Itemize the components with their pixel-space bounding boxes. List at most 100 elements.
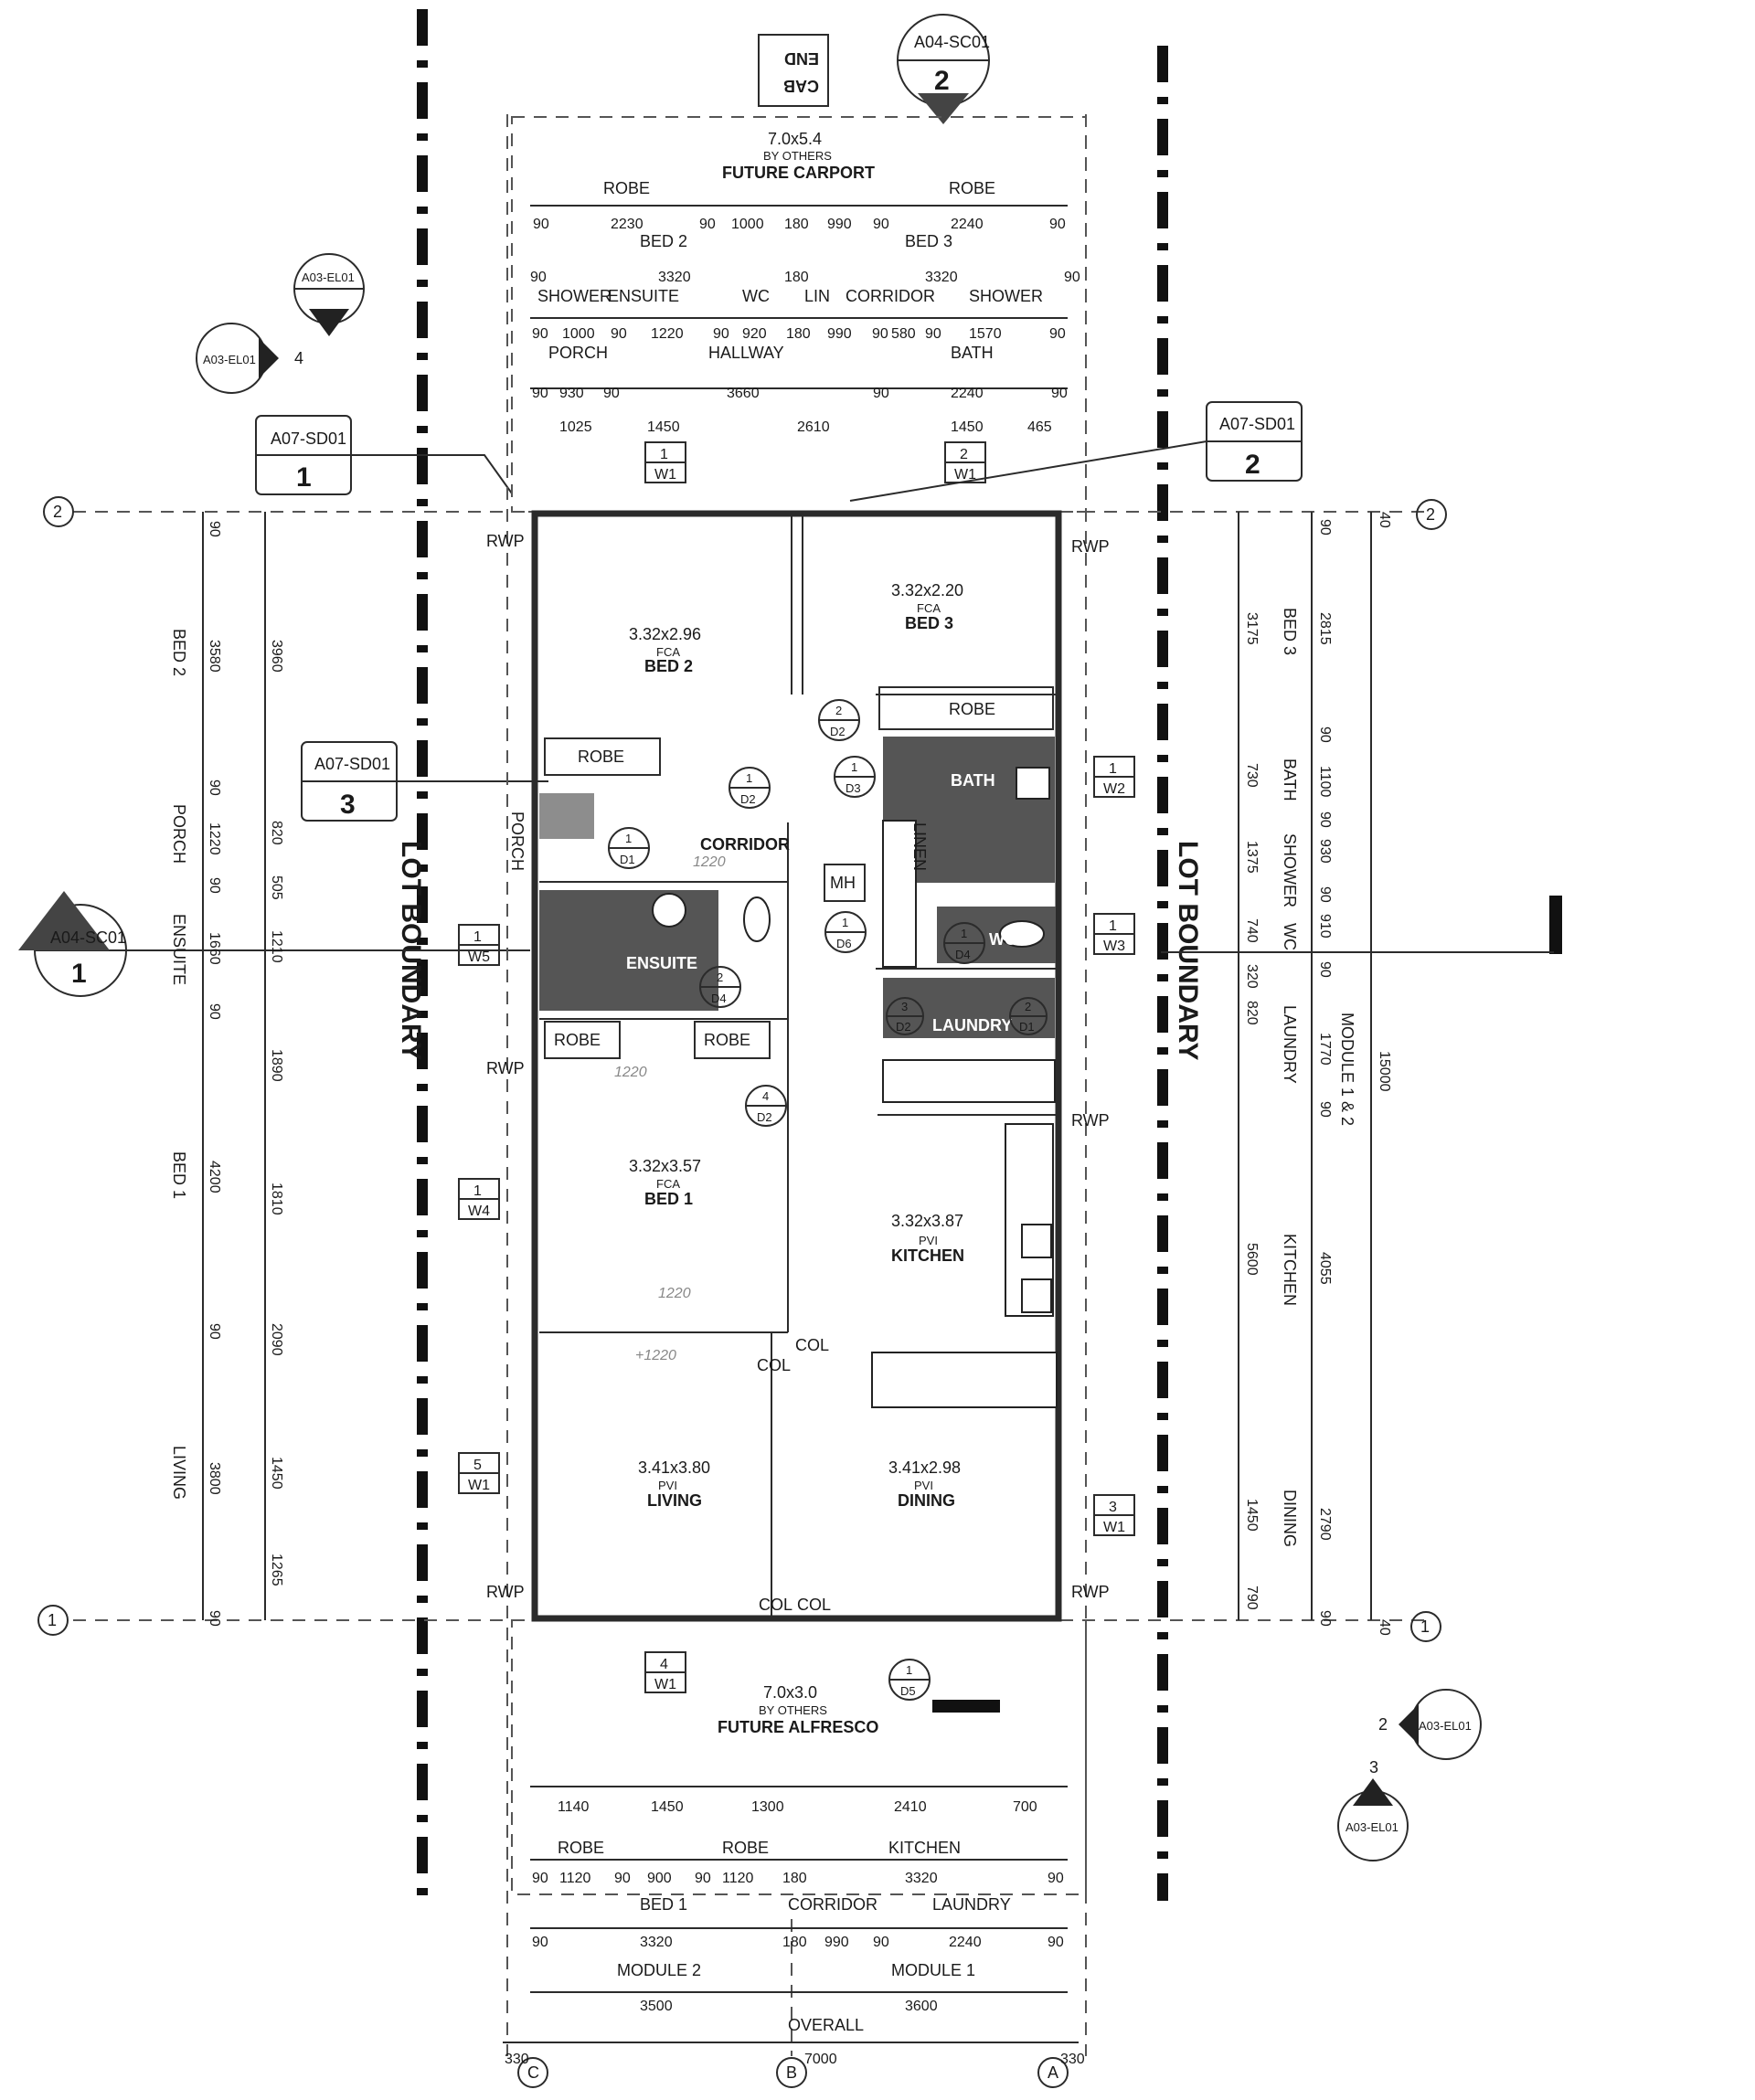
svg-text:1: 1: [625, 832, 632, 845]
svg-text:ROBE: ROBE: [949, 179, 995, 197]
robe-bed1-right: [694, 1021, 771, 1059]
svg-text:BY OTHERS: BY OTHERS: [763, 149, 832, 163]
svg-text:180: 180: [786, 326, 811, 342]
svg-text:D2: D2: [757, 1110, 772, 1124]
col-label: COL: [757, 1356, 791, 1374]
room-bed1: BED 1 FCA 3.32x3.57: [629, 1157, 701, 1208]
elev-d-sheet: A03-EL01: [1346, 1820, 1399, 1834]
window-tag: W15: [458, 1452, 500, 1494]
wc-toilet-icon: [999, 920, 1045, 948]
detail-1-num: 1: [296, 462, 312, 493]
alfresco-marker-bar: [932, 1700, 1000, 1713]
svg-text:930: 930: [559, 386, 584, 401]
detail-3-num: 3: [340, 790, 356, 820]
grid-bubble-B: B: [776, 2057, 807, 2088]
svg-text:90: 90: [1049, 217, 1066, 232]
svg-text:3175: 3175: [1244, 612, 1260, 645]
svg-text:90: 90: [207, 1610, 222, 1627]
svg-text:3.32x2.20: 3.32x2.20: [891, 581, 963, 599]
svg-text:BED 2: BED 2: [170, 629, 188, 676]
svg-text:90: 90: [1317, 961, 1333, 978]
svg-text:B: B: [786, 2063, 797, 2082]
svg-text:990: 990: [827, 217, 852, 232]
svg-text:D2: D2: [740, 792, 756, 806]
elevation-marker-top-left: A03-EL01: [293, 253, 365, 336]
section-marker-left: A04-SC01 1: [18, 891, 127, 997]
svg-text:ROBE: ROBE: [558, 1839, 604, 1857]
detail-callout-3: A07-SD01 3: [301, 741, 548, 822]
svg-text:2240: 2240: [951, 386, 984, 401]
svg-text:BED 1: BED 1: [640, 1895, 687, 1914]
elev-a-sheet: A03-EL01: [302, 270, 355, 284]
svg-text:BED 3: BED 3: [1281, 608, 1299, 655]
section-left-sheet: A04-SC01: [50, 928, 126, 947]
left-dimension-strings: 90 3580 90 1220 90 1660 90 4200 90 3800 …: [170, 512, 284, 1627]
detail-callout-1: A07-SD01 1: [255, 415, 513, 495]
svg-text:320: 320: [1244, 964, 1260, 989]
cab-end-line2: END: [784, 49, 819, 68]
svg-text:1210: 1210: [269, 930, 284, 963]
door-tag: D2 1: [729, 767, 771, 809]
svg-text:820: 820: [1244, 1001, 1260, 1025]
svg-text:1: 1: [746, 771, 752, 785]
svg-text:W1: W1: [654, 467, 676, 483]
svg-text:D1: D1: [1019, 1020, 1035, 1034]
svg-text:D6: D6: [836, 937, 852, 950]
room-labels: BED 2 FCA 3.32x2.96 BED 3 FCA 3.32x2.20 …: [508, 581, 1016, 1510]
svg-text:+1220: +1220: [635, 1348, 676, 1363]
grid-bubble-A: A: [1037, 2057, 1069, 2088]
door-tags: D22 D21 D31 D11 D61 D41 D42 D24 D51 D23 …: [608, 699, 1048, 1701]
svg-text:1660: 1660: [207, 932, 222, 965]
svg-text:W1: W1: [468, 1478, 490, 1493]
svg-text:920: 920: [742, 326, 767, 342]
svg-text:180: 180: [784, 270, 809, 285]
lot-boundary-label-right: LOT BOUNDARY: [1173, 841, 1203, 1061]
elevation-marker-top-left-b: A03-EL01 4: [196, 323, 303, 394]
svg-text:1450: 1450: [951, 419, 984, 435]
svg-text:505: 505: [269, 875, 284, 900]
svg-text:ROBE: ROBE: [722, 1839, 769, 1857]
svg-text:90: 90: [614, 1871, 631, 1886]
grid-bubble-2-right: 2: [1416, 499, 1447, 530]
future-alfresco-label: FUTURE ALFRESCO BY OTHERS 7.0x3.0: [718, 1683, 878, 1736]
svg-text:W3: W3: [1103, 939, 1125, 954]
window-tag: W13: [1093, 1494, 1135, 1536]
svg-text:730: 730: [1244, 763, 1260, 788]
svg-text:BED 1: BED 1: [644, 1190, 693, 1208]
svg-text:1025: 1025: [559, 419, 592, 435]
col-label: COL: [759, 1596, 792, 1614]
svg-text:1220: 1220: [207, 822, 222, 855]
svg-text:90: 90: [713, 326, 729, 342]
door-tag: D24: [745, 1085, 787, 1127]
svg-text:90: 90: [207, 1323, 222, 1340]
elev-b-sheet: A03-EL01: [203, 353, 256, 366]
rainwater-pipes: RWP RWP RWP RWP RWP RWP: [486, 532, 1110, 1601]
cab-end-box: CAB END: [758, 34, 829, 107]
svg-text:PVI: PVI: [914, 1479, 933, 1492]
svg-text:1450: 1450: [269, 1457, 284, 1490]
svg-text:SHOWER: SHOWER: [537, 287, 612, 305]
svg-text:90: 90: [1051, 386, 1068, 401]
svg-text:BY OTHERS: BY OTHERS: [759, 1703, 827, 1717]
rwp-label: RWP: [1071, 1583, 1110, 1601]
svg-text:90: 90: [873, 1935, 889, 1950]
svg-text:90: 90: [532, 1935, 548, 1950]
svg-text:90: 90: [873, 386, 889, 401]
svg-text:DINING: DINING: [1281, 1490, 1299, 1547]
svg-text:90: 90: [1317, 811, 1333, 828]
svg-text:1: 1: [906, 1663, 912, 1677]
svg-text:KITCHEN: KITCHEN: [888, 1839, 961, 1857]
svg-text:330: 330: [1060, 2052, 1085, 2067]
svg-text:1450: 1450: [647, 419, 680, 435]
rwp-label: RWP: [486, 1059, 525, 1077]
svg-text:1: 1: [473, 929, 482, 945]
svg-text:ROBE: ROBE: [704, 1031, 750, 1049]
svg-text:4200: 4200: [207, 1161, 222, 1193]
elev-b-num: 4: [294, 349, 303, 367]
svg-text:D1: D1: [620, 853, 635, 866]
top-dimension-strings: ROBE ROBE 90 2230 90 1000 180 990 90 224…: [530, 179, 1080, 435]
svg-text:90: 90: [1064, 270, 1080, 285]
detail-2-sheet: A07-SD01: [1219, 415, 1295, 433]
svg-text:1770: 1770: [1317, 1033, 1333, 1066]
elev-c-num: 2: [1378, 1715, 1388, 1734]
